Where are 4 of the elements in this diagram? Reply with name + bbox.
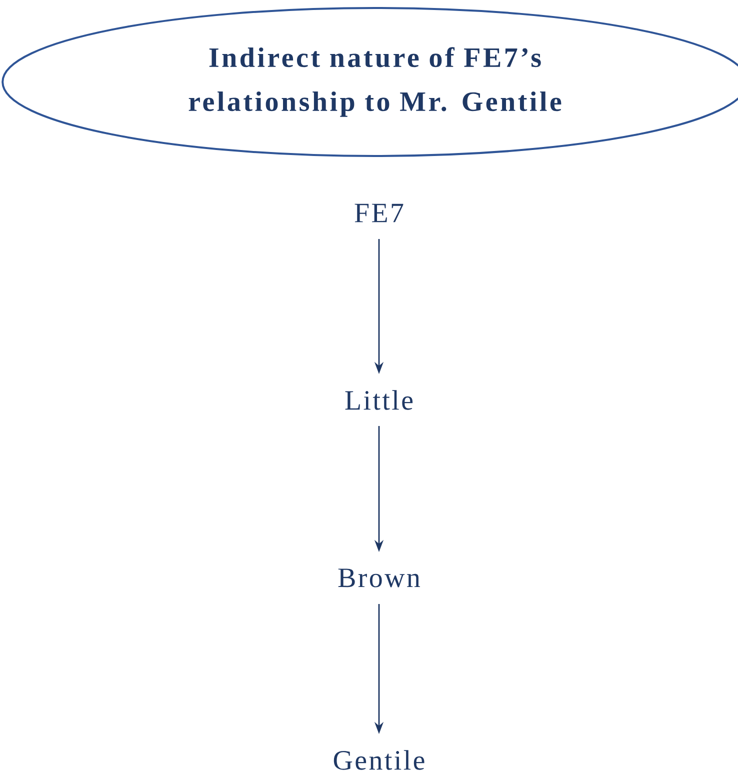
name-label: Gentile xyxy=(334,750,424,770)
name-label: Little xyxy=(345,390,413,410)
name-label: Brown xyxy=(338,568,420,588)
name-label: FE7 xyxy=(354,204,404,222)
